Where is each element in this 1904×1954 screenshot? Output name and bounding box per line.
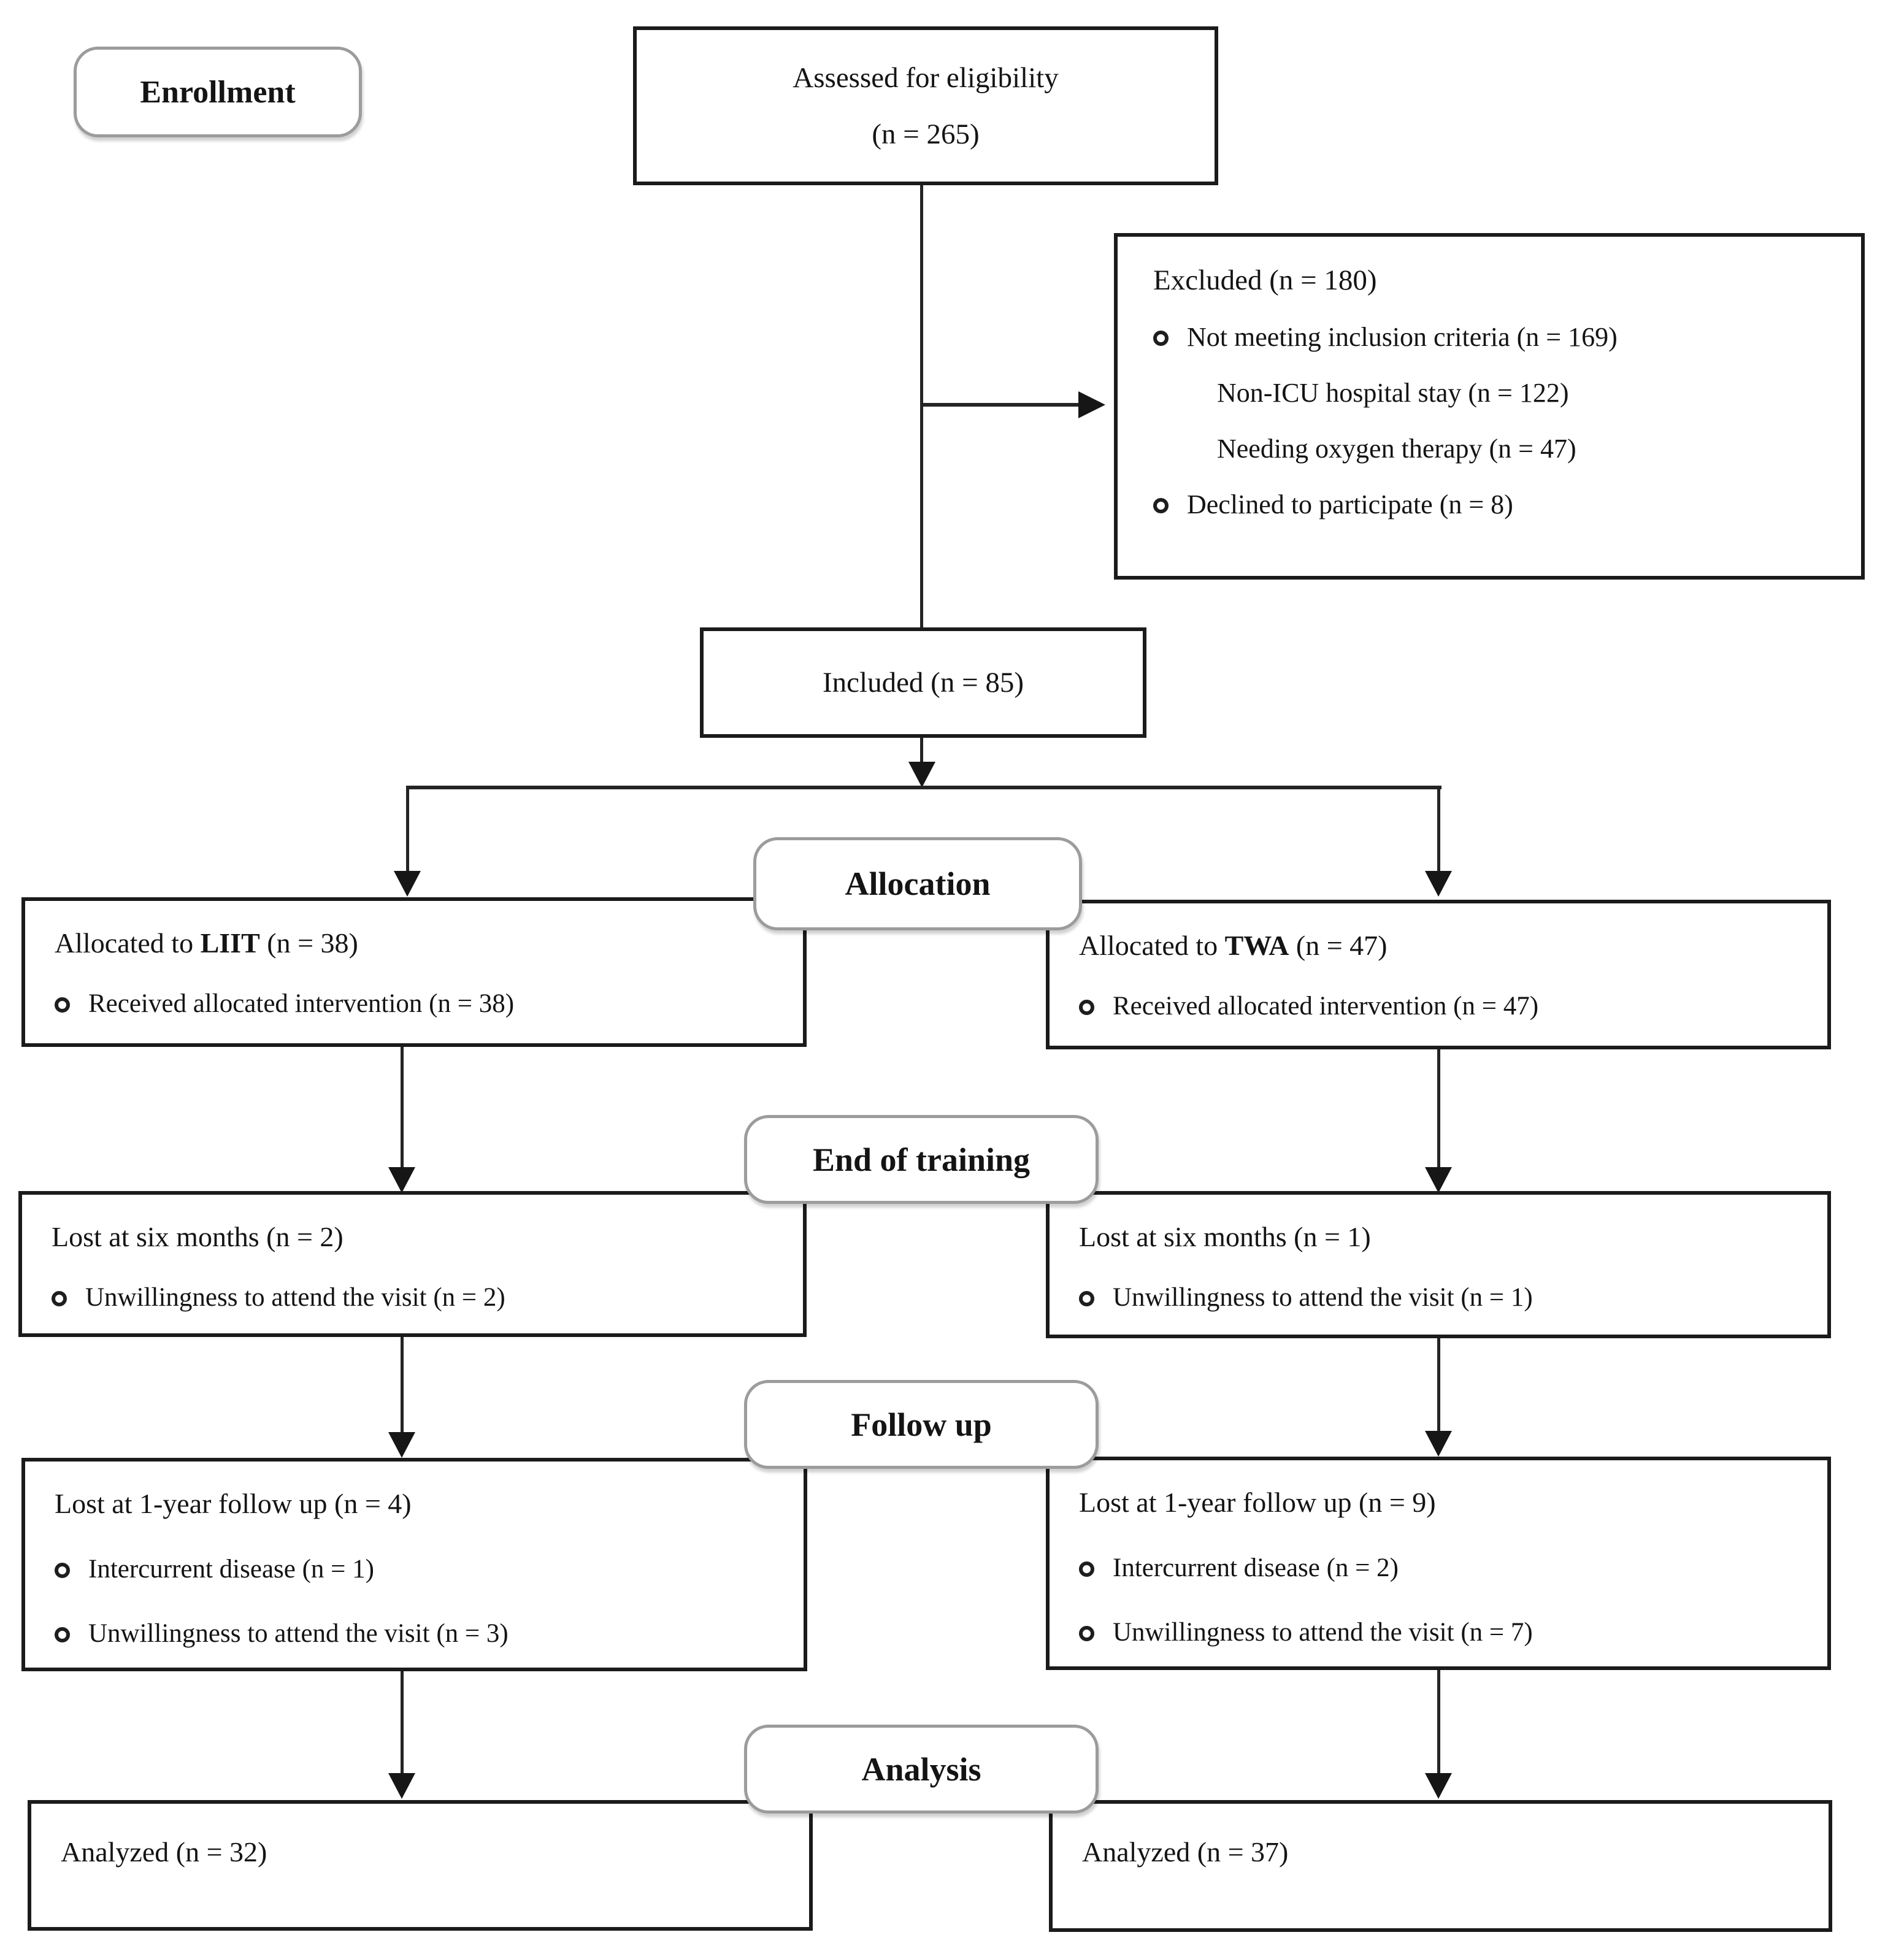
bullet-item: Received allocated intervention (n = 47) <box>1079 991 1810 1021</box>
left-allocation-group: LIIT <box>200 927 260 959</box>
excluded-items: Not meeting inclusion criteria (n = 169)… <box>1153 321 1845 520</box>
bullet-icon <box>1079 1561 1094 1577</box>
connector-left-allocation-training <box>401 1047 404 1168</box>
right-lost-training-title: Lost at six months (n = 1) <box>1079 1221 1371 1252</box>
bullet-icon <box>55 1627 70 1642</box>
bullet-icon <box>52 1291 67 1306</box>
bullet-text: Declined to participate (n = 8) <box>1187 489 1513 519</box>
included-text: Included (n = 85) <box>823 667 1024 699</box>
connector-assessed-included <box>920 185 923 627</box>
right-allocation-arrowhead-icon <box>1425 871 1452 897</box>
bullet-icon <box>55 1563 70 1578</box>
right-lost-training-bullets: Unwillingness to attend the visit (n = 1… <box>1079 1282 1810 1312</box>
assessed-box: Assessed for eligibility (n = 265) <box>633 26 1218 185</box>
bullet-text: Intercurrent disease (n = 1) <box>88 1555 374 1584</box>
bullet-text: Intercurrent disease (n = 2) <box>1113 1554 1399 1582</box>
connector-branch-right-allocation <box>1437 787 1440 872</box>
bullet-text: Not meeting inclusion criteria (n = 169) <box>1187 322 1618 352</box>
left-analyzed-box: Analyzed (n = 32) <box>28 1800 813 1931</box>
bullet-text: Received allocated intervention (n = 47) <box>1113 992 1539 1021</box>
right-allocation-title: Allocated to TWA (n = 47) <box>1079 929 1810 962</box>
left-allocation-box: Allocated to LIIT (n = 38) Received allo… <box>21 897 807 1047</box>
branch-line <box>406 786 1441 789</box>
bullet-icon <box>1153 331 1169 346</box>
left-lost-followup-bullets: Intercurrent disease (n = 1) Unwillingnes… <box>55 1554 786 1649</box>
connector-included-branch <box>920 738 923 765</box>
bullet-item: Unwillingness to attend the visit (n = 7… <box>1079 1617 1810 1647</box>
stage-label-follow-up: Follow up <box>744 1380 1099 1469</box>
bullet-icon <box>1079 1626 1094 1641</box>
right-allocation-title-prefix: Allocated to <box>1079 930 1225 961</box>
left-followup-arrowhead-icon <box>388 1432 415 1458</box>
included-box: Included (n = 85) <box>700 627 1146 738</box>
bullet-text: Unwillingness to attend the visit (n = 1… <box>1113 1283 1533 1312</box>
bullet-text: Received allocated intervention (n = 38) <box>88 989 515 1018</box>
left-allocation-title-suffix: (n = 38) <box>259 927 358 959</box>
left-lost-followup-title: Lost at 1-year follow up (n = 4) <box>55 1488 412 1519</box>
bullet-icon <box>1079 1291 1094 1306</box>
left-analysis-arrowhead-icon <box>388 1773 415 1799</box>
assessed-line2: (n = 265) <box>872 118 980 150</box>
connector-right-allocation-training <box>1437 1049 1440 1168</box>
bullet-item: Declined to participate (n = 8) <box>1153 489 1845 520</box>
bullet-text: Unwillingness to attend the visit (n = 3… <box>88 1619 509 1648</box>
right-allocation-box: Allocated to TWA (n = 47) Received alloc… <box>1046 900 1831 1049</box>
bullet-item: Intercurrent disease (n = 1) <box>55 1554 786 1584</box>
stage-label-allocation: Allocation <box>753 837 1082 930</box>
right-analysis-arrowhead-icon <box>1425 1773 1452 1799</box>
bullet-item: Unwillingness to attend the visit (n = 3… <box>55 1619 786 1649</box>
connector-excluded-line <box>922 403 1080 407</box>
left-allocation-bullets: Received allocated intervention (n = 38) <box>55 989 786 1019</box>
left-analyzed-title: Analyzed (n = 32) <box>61 1836 267 1868</box>
connector-right-followup-analysis <box>1437 1670 1440 1774</box>
right-followup-arrowhead-icon <box>1425 1431 1452 1457</box>
right-lost-training-box: Lost at six months (n = 1) Unwillingness… <box>1046 1191 1831 1338</box>
stage-label-enrollment: Enrollment <box>74 47 362 137</box>
stage-label-end-of-training: End of training <box>744 1115 1099 1204</box>
excluded-title: Excluded (n = 180) <box>1153 264 1377 296</box>
bullet-text: Unwillingness to attend the visit (n = 2… <box>85 1283 505 1312</box>
stage-label-analysis: Analysis <box>744 1725 1099 1814</box>
right-lost-followup-box: Lost at 1-year follow up (n = 9) Intercu… <box>1046 1457 1831 1670</box>
excluded-arrowhead-icon <box>1078 391 1105 418</box>
left-allocation-title-prefix: Allocated to <box>55 927 201 959</box>
right-analyzed-box: Analyzed (n = 37) <box>1049 1800 1832 1932</box>
connector-right-training-followup <box>1437 1338 1440 1432</box>
bullet-item: Needing oxygen therapy (n = 47) <box>1217 433 1845 464</box>
bullet-icon <box>1153 498 1169 513</box>
right-allocation-bullets: Received allocated intervention (n = 47) <box>1079 991 1810 1021</box>
bullet-icon <box>55 997 70 1013</box>
left-lost-training-bullets: Unwillingness to attend the visit (n = 2… <box>52 1282 786 1312</box>
right-allocation-group: TWA <box>1224 930 1289 961</box>
bullet-item: Unwillingness to attend the visit (n = 2… <box>52 1282 786 1312</box>
right-lost-followup-bullets: Intercurrent disease (n = 2) Unwillingnes… <box>1079 1553 1810 1647</box>
connector-left-training-followup <box>401 1337 404 1433</box>
left-lost-training-box: Lost at six months (n = 2) Unwillingness… <box>18 1191 807 1337</box>
bullet-icon <box>1079 1000 1094 1015</box>
right-training-arrowhead-icon <box>1425 1167 1452 1193</box>
excluded-box: Excluded (n = 180) Not meeting inclusion… <box>1114 233 1865 580</box>
bullet-item: Not meeting inclusion criteria (n = 169) <box>1153 321 1845 353</box>
branch-arrowhead-icon <box>908 762 935 787</box>
bullet-text: Non-ICU hospital stay (n = 122) <box>1217 378 1569 408</box>
right-analyzed-title: Analyzed (n = 37) <box>1082 1836 1289 1868</box>
bullet-text: Unwillingness to attend the visit (n = 7… <box>1113 1618 1533 1647</box>
bullet-item: Received allocated intervention (n = 38) <box>55 989 786 1019</box>
left-training-arrowhead-icon <box>388 1167 415 1193</box>
connector-left-followup-analysis <box>401 1671 404 1774</box>
left-allocation-arrowhead-icon <box>394 871 421 897</box>
left-lost-followup-box: Lost at 1-year follow up (n = 4) Intercu… <box>21 1458 807 1671</box>
right-allocation-title-suffix: (n = 47) <box>1289 930 1388 961</box>
bullet-item: Unwillingness to attend the visit (n = 1… <box>1079 1282 1810 1312</box>
connector-branch-left-allocation <box>406 787 409 872</box>
assessed-line1: Assessed for eligibility <box>793 61 1059 94</box>
bullet-text: Needing oxygen therapy (n = 47) <box>1217 434 1576 464</box>
left-lost-training-title: Lost at six months (n = 2) <box>52 1221 344 1252</box>
bullet-item: Non-ICU hospital stay (n = 122) <box>1217 377 1845 408</box>
bullet-item: Intercurrent disease (n = 2) <box>1079 1553 1810 1583</box>
left-allocation-title: Allocated to LIIT (n = 38) <box>55 927 786 959</box>
right-lost-followup-title: Lost at 1-year follow up (n = 9) <box>1079 1487 1436 1518</box>
